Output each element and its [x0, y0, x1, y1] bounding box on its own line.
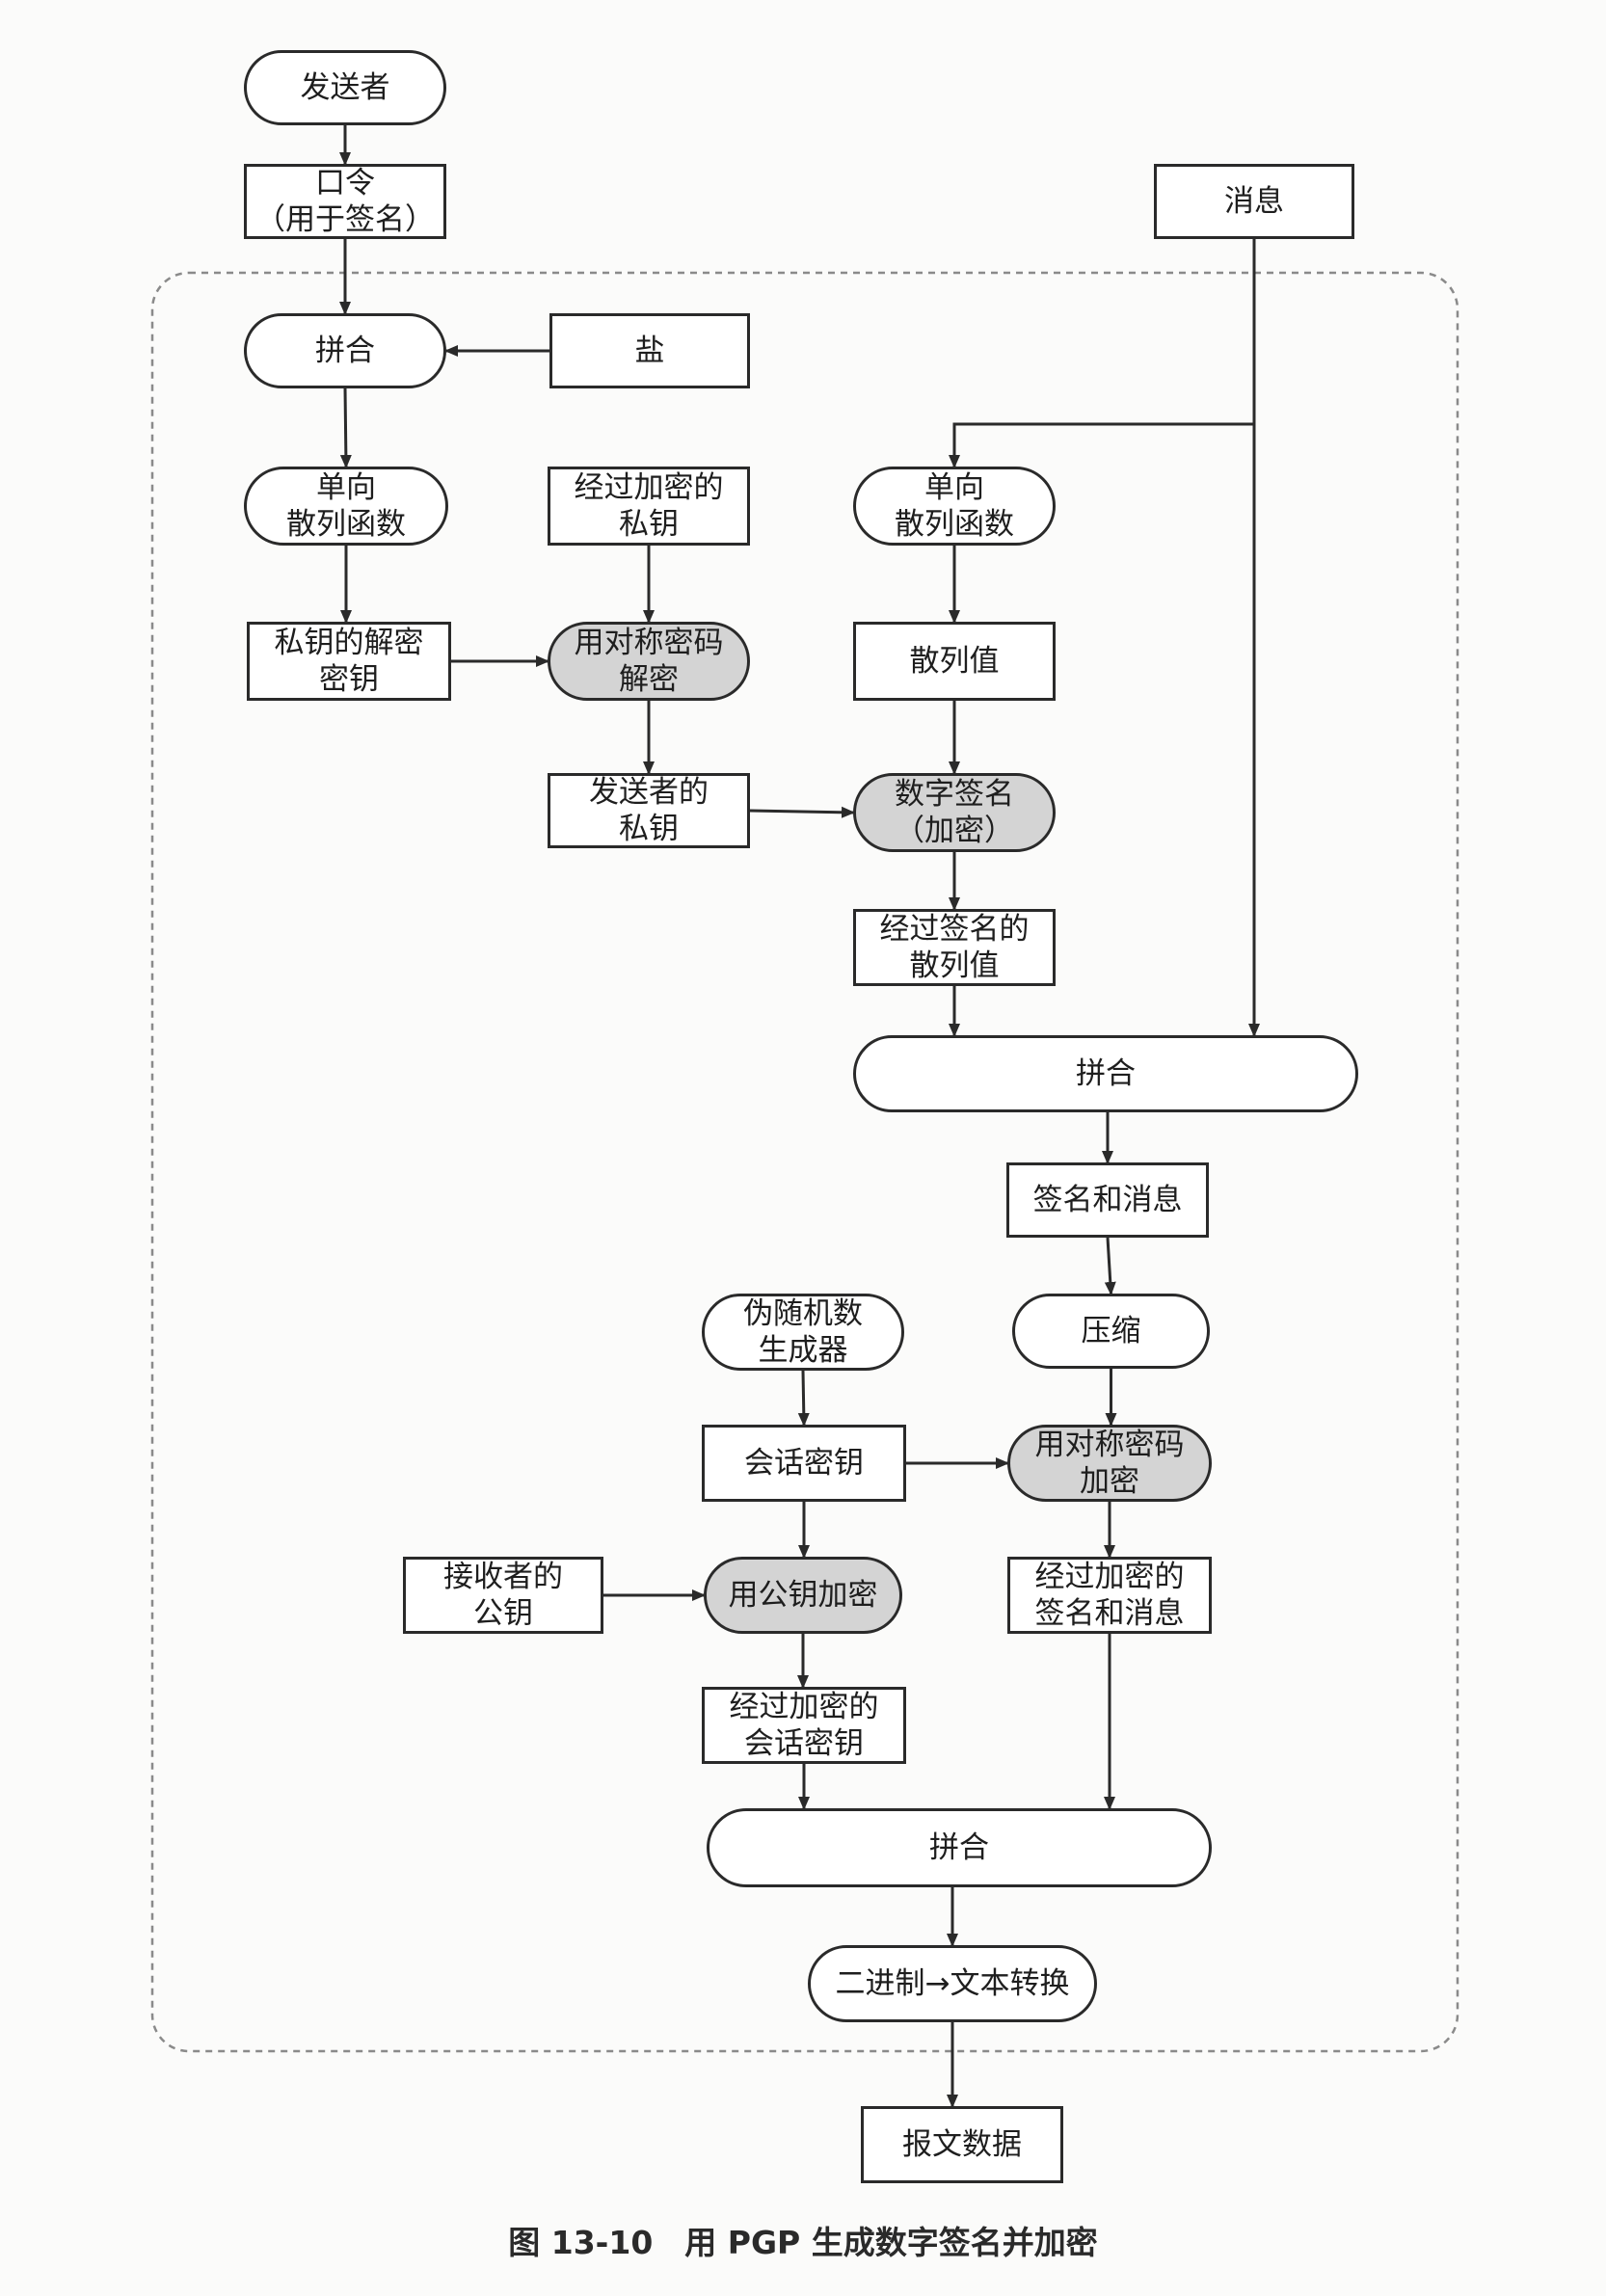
node-sym-encrypt: 用对称密码 加密 [1007, 1425, 1212, 1502]
node-enc-sig-msg: 经过加密的 签名和消息 [1007, 1557, 1212, 1634]
node-concat3: 拼合 [707, 1808, 1212, 1887]
node-prng: 伪随机数 生成器 [702, 1294, 904, 1371]
node-concat2: 拼合 [853, 1035, 1358, 1112]
node-session-key: 会话密钥 [702, 1425, 906, 1502]
node-sign: 数字签名 （加密） [853, 773, 1056, 852]
node-enc-privkey: 经过加密的 私钥 [548, 467, 750, 546]
node-privkey-dec-key: 私钥的解密 密钥 [247, 622, 451, 701]
edge-sig-msg-to-compress [1104, 1237, 1116, 1295]
edge-prng-to-session-key [797, 1370, 810, 1427]
node-bin2text: 二进制→文本转换 [808, 1945, 1097, 2022]
node-pub-encrypt: 用公钥加密 [704, 1557, 902, 1634]
node-sym-decrypt: 用对称密码 解密 [548, 622, 750, 701]
node-recv-pubkey: 接收者的 公钥 [403, 1557, 603, 1634]
node-sig-msg: 签名和消息 [1006, 1162, 1209, 1238]
process-boundary [150, 271, 1459, 2053]
node-concat1: 拼合 [244, 313, 446, 388]
node-sender-privkey: 发送者的 私钥 [548, 773, 750, 848]
node-enc-session-key: 经过加密的 会话密钥 [702, 1687, 906, 1764]
edge-message-to-hash2 [949, 239, 1256, 468]
node-hash2: 单向 散列函数 [853, 467, 1056, 546]
edge-concat1-to-hash1 [339, 387, 352, 468]
node-passphrase: 口令 （用于签名） [244, 164, 446, 239]
node-salt: 盐 [549, 313, 750, 388]
node-hash1: 单向 散列函数 [244, 467, 448, 546]
node-sender: 发送者 [244, 50, 446, 125]
node-compress: 压缩 [1012, 1294, 1210, 1369]
node-message: 消息 [1154, 164, 1354, 239]
node-signed-hash: 经过签名的 散列值 [853, 909, 1056, 986]
figure-caption: 图 13-10 用 PGP 生成数字签名并加密 [508, 2224, 1098, 2261]
node-output: 报文数据 [861, 2106, 1063, 2183]
node-hash-value: 散列值 [853, 622, 1056, 701]
edge-sender-privkey-to-sign [749, 806, 855, 818]
